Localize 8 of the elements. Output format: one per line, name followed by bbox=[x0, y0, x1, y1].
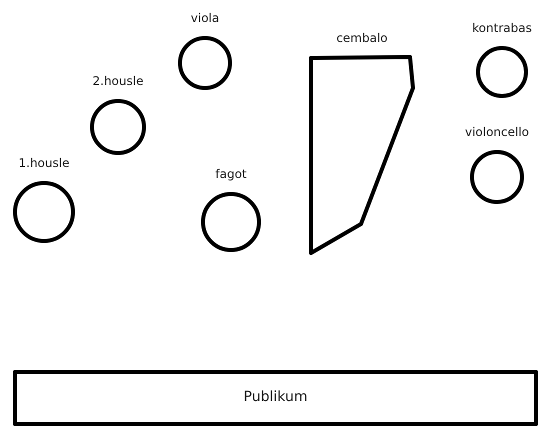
instrument-label: cembalo bbox=[336, 31, 388, 45]
instrument-label: 1.housle bbox=[18, 156, 70, 170]
audience-label: Publikum bbox=[244, 389, 308, 405]
instrument-label: 2.housle bbox=[92, 74, 144, 88]
instrument-label: violoncello bbox=[464, 125, 530, 139]
instrument-label: fagot bbox=[215, 167, 247, 181]
instrument-label: viola bbox=[190, 11, 220, 25]
instrument-label: kontrabas bbox=[472, 21, 532, 35]
